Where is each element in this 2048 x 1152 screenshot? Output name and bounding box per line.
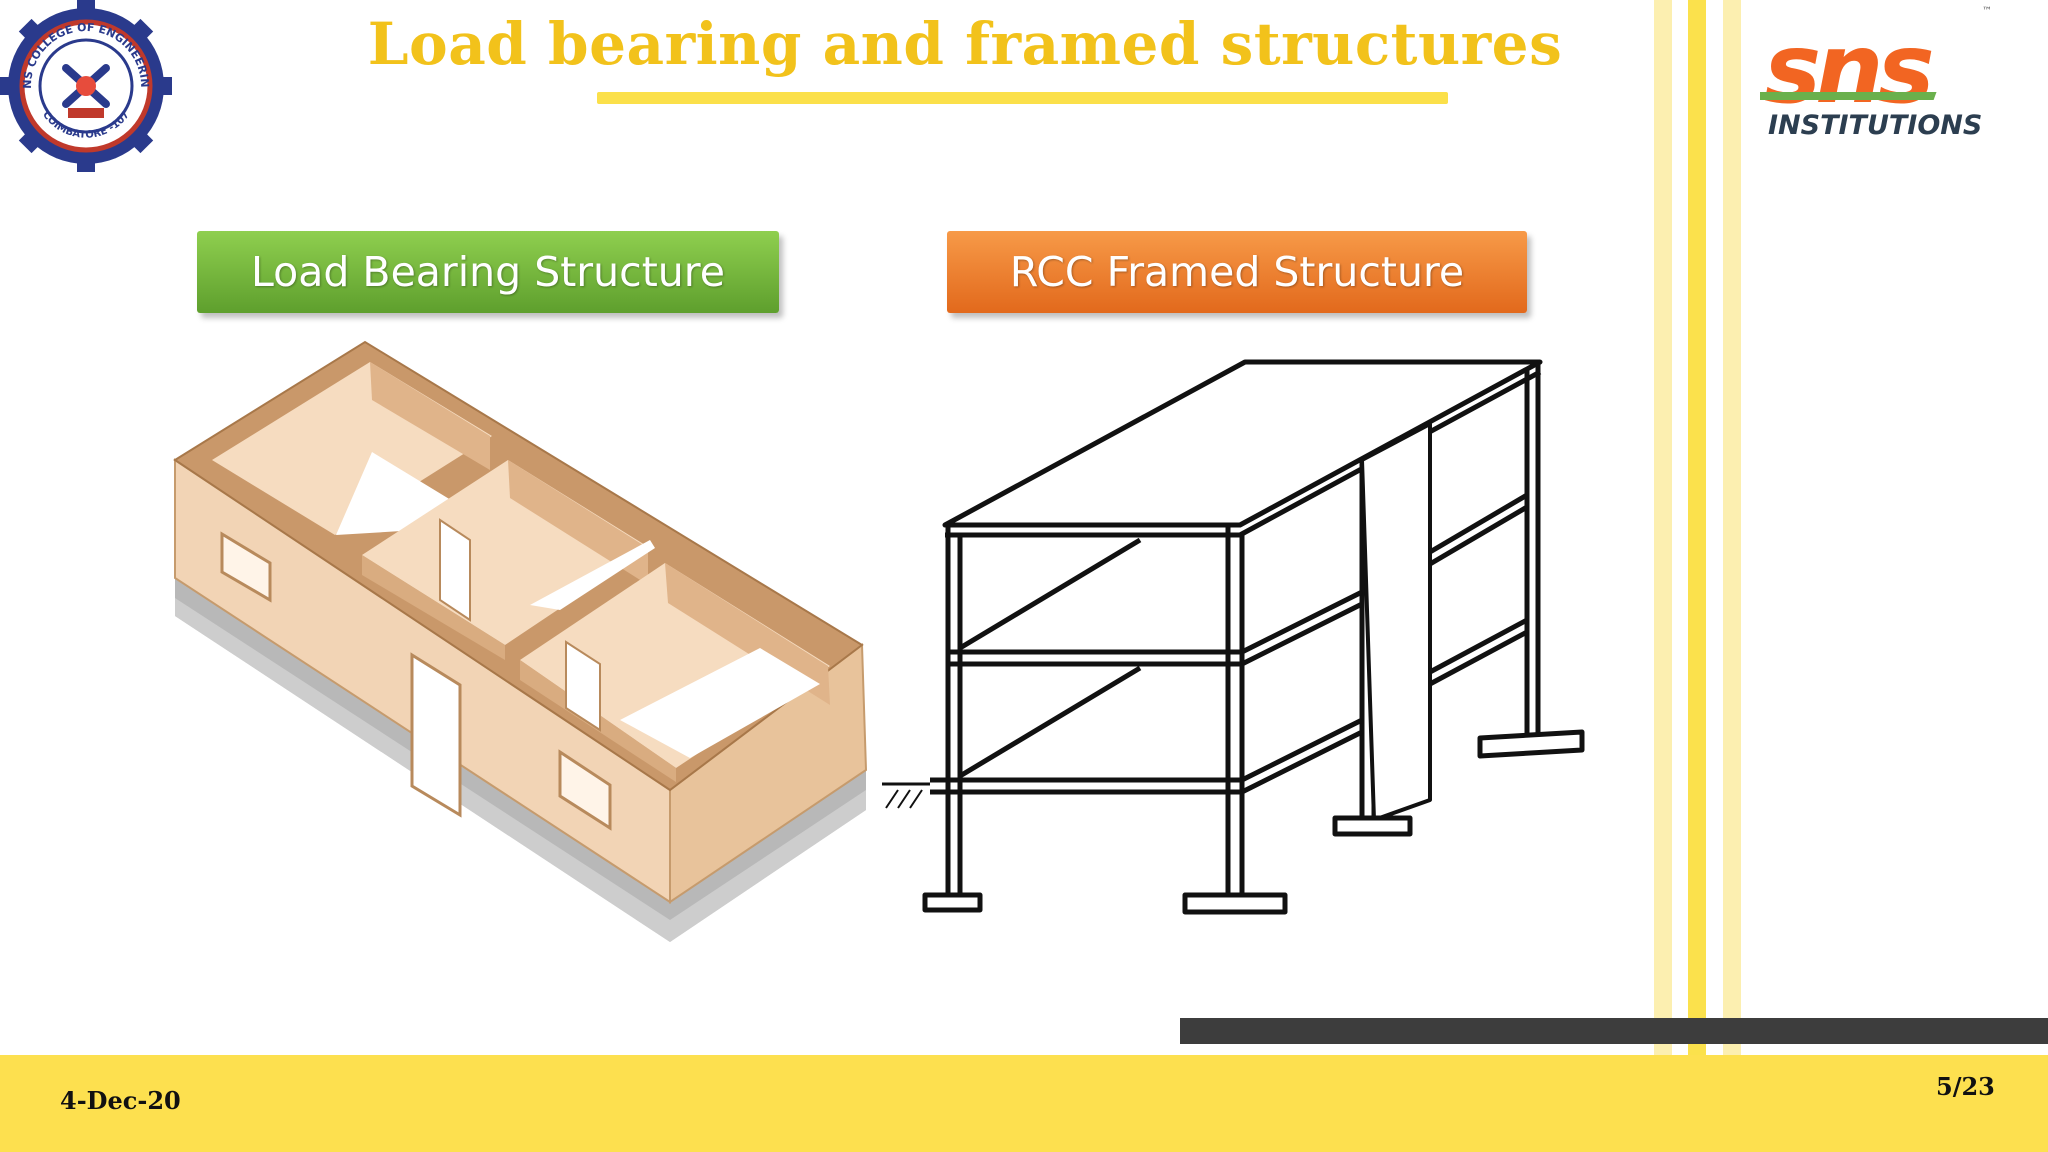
load-bearing-illustration (173, 340, 868, 942)
footer-dark-bar (1180, 1018, 2048, 1044)
title-underline (597, 92, 1448, 104)
rcc-framed-illustration (882, 359, 1585, 915)
slide-title: Load bearing and framed structures (367, 10, 1563, 78)
footer-band (0, 1055, 2048, 1152)
brand-tm-text: ™ (1982, 6, 1992, 17)
decor-bar-2 (1688, 0, 1706, 1055)
decor-bar-3 (1723, 0, 1741, 1055)
college-logo: SNS COLLEGE OF ENGINEERING COIMBATORE -1… (0, 0, 172, 172)
page-number: 5/23 (1936, 1072, 1995, 1101)
rcc-framed-label: RCC Framed Structure (947, 231, 1527, 313)
load-bearing-label: Load Bearing Structure (197, 231, 779, 313)
brand-main-text: sns (1764, 13, 1931, 125)
brand-sub-text: INSTITUTIONS (1768, 110, 1982, 141)
slide-date: 4-Dec-20 (60, 1086, 181, 1115)
sns-institutions-logo: sns INSTITUTIONS ™ (1760, 6, 1992, 141)
decor-bar-1 (1654, 0, 1672, 1055)
